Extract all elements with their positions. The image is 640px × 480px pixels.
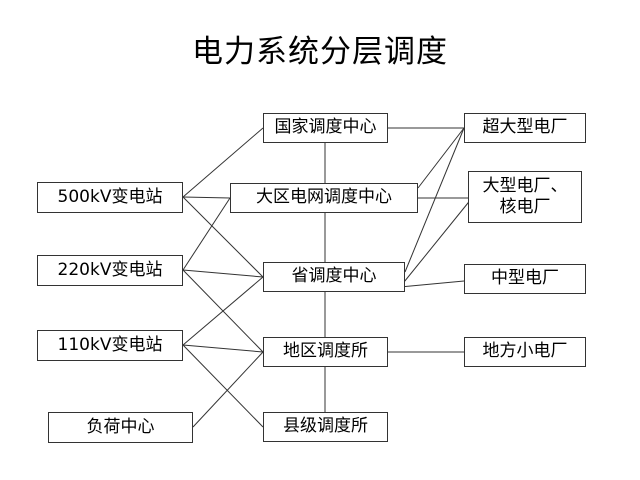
node-regional-dispatch: 大区电网调度中心 (230, 183, 418, 213)
page-title: 电力系统分层调度 (192, 34, 448, 70)
node-local-small-plant: 地方小电厂 (464, 337, 586, 367)
node-national-dispatch: 国家调度中心 (263, 113, 388, 143)
node-medium-plant: 中型电厂 (464, 264, 586, 294)
link-provincial-medium (399, 280, 465, 288)
node-large-nuclear-plant: 大型电厂、 核电厂 (468, 171, 582, 223)
node-500kv-substation: 500kV变电站 (37, 182, 183, 213)
link-500-regional (182, 196, 231, 199)
node-district-dispatch: 地区调度所 (263, 337, 388, 367)
link-220-provincial (182, 269, 264, 278)
link-220-regional (182, 197, 231, 271)
link-500-national (182, 127, 264, 198)
node-provincial-dispatch: 省调度中心 (263, 262, 405, 292)
link-regional-super (417, 127, 465, 189)
node-110kv-substation: 110kV变电站 (37, 330, 183, 361)
node-county-dispatch: 县级调度所 (263, 412, 388, 442)
link-load-district (192, 351, 264, 428)
link-provincial-super (404, 127, 465, 273)
link-110-district (182, 344, 264, 353)
node-load-center: 负荷中心 (48, 412, 193, 443)
node-super-large-plant: 超大型电厂 (464, 113, 586, 143)
link-110-county (182, 344, 264, 428)
link-provincial-large (399, 197, 473, 288)
link-110-provincial (182, 276, 264, 346)
link-500-provincial (182, 196, 264, 278)
node-220kv-substation: 220kV变电站 (37, 255, 183, 286)
